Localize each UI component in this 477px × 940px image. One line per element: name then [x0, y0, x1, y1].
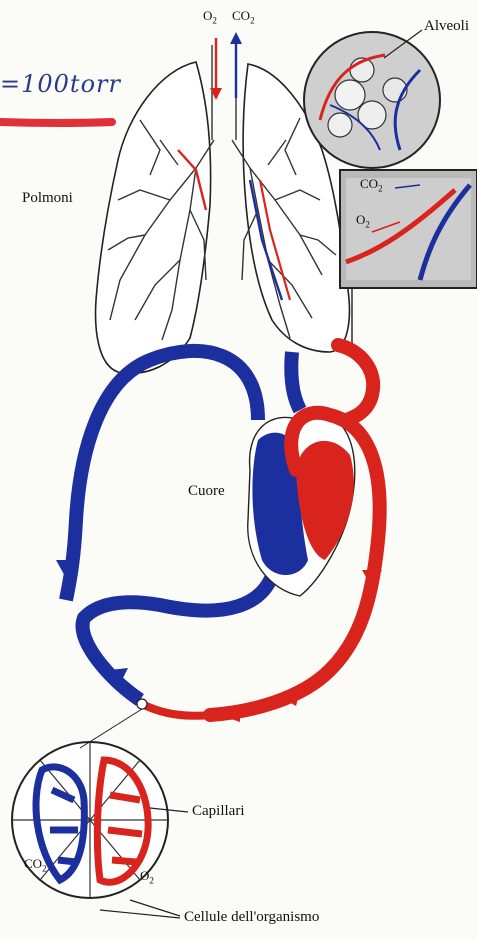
o2-capillary-label: O2 — [140, 868, 154, 886]
alveoli-label: Alveoli — [424, 18, 469, 35]
handwritten-underline — [0, 122, 112, 123]
cellule-label: Cellule dell'organismo — [184, 909, 319, 926]
vena-cava-inferior — [83, 560, 276, 700]
pulmonary-artery-blue — [291, 352, 300, 410]
o2-inset-label: O2 — [356, 212, 370, 230]
co2-capillary-label: CO2 — [24, 856, 47, 874]
handwritten-note: =100torr — [0, 70, 121, 98]
alveoli-inset — [304, 32, 440, 168]
capillari-label: Capillari — [192, 803, 245, 820]
o2-top-label: O2 — [203, 8, 217, 26]
vena-cava-superior — [66, 351, 258, 600]
co2-inset-label: CO2 — [360, 176, 383, 194]
systemic-artery — [142, 704, 210, 716]
heart — [248, 414, 355, 596]
co2-top-label: CO2 — [232, 8, 255, 26]
cellule-pointer-2 — [100, 910, 180, 918]
cuore-label: Cuore — [188, 483, 225, 500]
polmoni-label: Polmoni — [22, 190, 73, 207]
